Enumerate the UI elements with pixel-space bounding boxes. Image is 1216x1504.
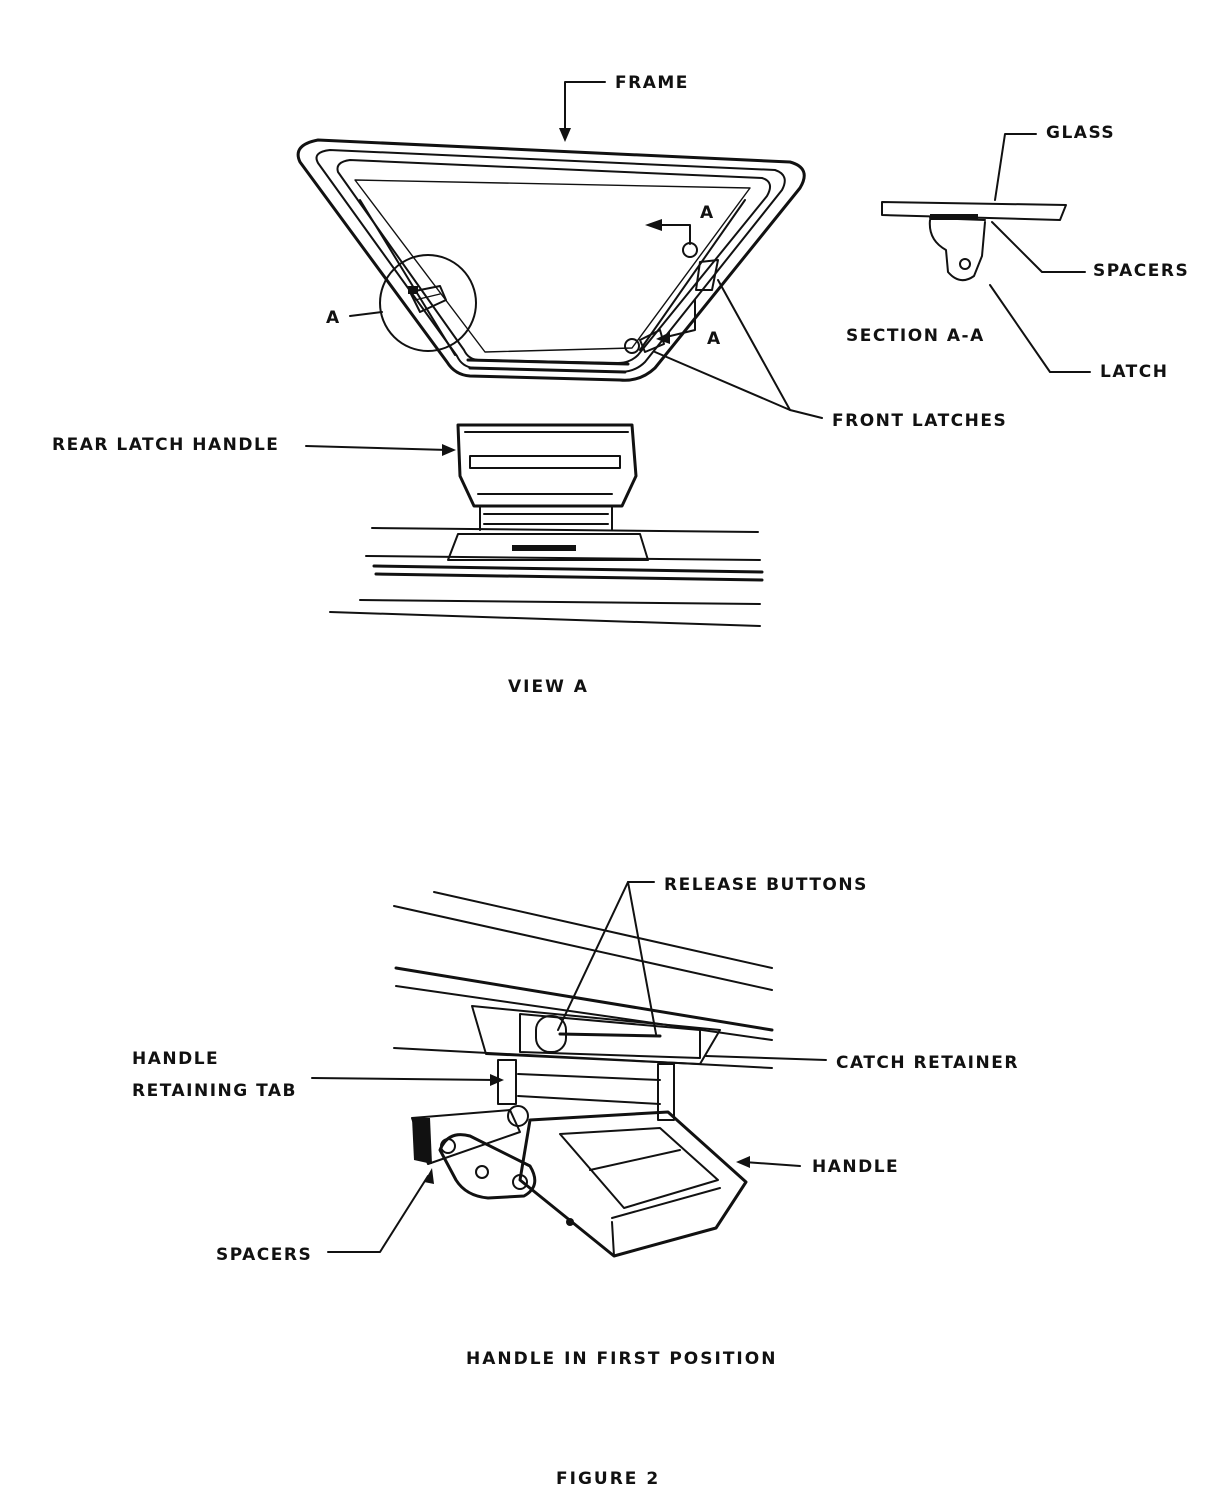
handle-retaining-tab-label-line2: RETAINING TAB bbox=[132, 1081, 297, 1101]
rear-latch-rail-lines bbox=[329, 527, 764, 627]
handle-retaining-tab-leader bbox=[311, 1077, 497, 1081]
handle-retaining-tab-label-line1: HANDLE bbox=[132, 1049, 219, 1069]
handle-first-position-caption: HANDLE IN FIRST POSITION bbox=[466, 1349, 777, 1369]
handle-leader bbox=[743, 1161, 801, 1167]
catch-retainer-leader bbox=[705, 1055, 827, 1061]
section-a-a-drawing bbox=[881, 201, 1067, 282]
glass-label: GLASS bbox=[1046, 123, 1115, 143]
release-buttons-leaders bbox=[557, 881, 657, 1035]
catch-retainer-drawing bbox=[471, 1005, 721, 1065]
window-frame-drawing bbox=[296, 138, 806, 382]
section-spacers-label: SPACERS bbox=[1093, 261, 1189, 281]
frame-leader bbox=[559, 81, 606, 142]
handle-arrowhead bbox=[736, 1156, 750, 1168]
handle-spacers-drawing bbox=[411, 1109, 537, 1200]
rear-latch-handle-arrowhead bbox=[442, 444, 456, 456]
handle-label: HANDLE bbox=[812, 1157, 899, 1177]
catch-retainer-label: CATCH RETAINER bbox=[836, 1053, 1019, 1073]
front-latches-label: FRONT LATCHES bbox=[832, 411, 1007, 431]
frame-label: FRAME bbox=[615, 73, 689, 93]
front-latches-leaders bbox=[654, 279, 823, 419]
handle-first-position-rails bbox=[393, 891, 774, 1069]
rear-latch-handle-drawing bbox=[447, 423, 649, 561]
view-a-caption: VIEW A bbox=[508, 677, 589, 697]
callout-a-leader bbox=[349, 311, 383, 317]
latch-leader bbox=[989, 284, 1091, 373]
callout-a-label: A bbox=[326, 308, 341, 328]
handle-spacers-leader bbox=[327, 1175, 429, 1253]
handle-retaining-tab-arrowhead bbox=[490, 1074, 504, 1086]
rear-latch-handle-label: REAR LATCH HANDLE bbox=[52, 435, 279, 455]
section-arrow-a-upper-label: A bbox=[700, 203, 715, 223]
release-buttons-label: RELEASE BUTTONS bbox=[664, 875, 868, 895]
rear-latch-handle-leader bbox=[305, 445, 449, 451]
section-spacers-leader bbox=[991, 221, 1086, 273]
latch-label: LATCH bbox=[1100, 362, 1168, 382]
figure-title: FIGURE 2 bbox=[556, 1469, 660, 1489]
handle-spacers-label: SPACERS bbox=[216, 1245, 312, 1265]
handle-spacers-arrowhead bbox=[424, 1168, 434, 1184]
glass-leader bbox=[994, 133, 1037, 201]
section-title-label: SECTION A-A bbox=[846, 326, 985, 346]
handle-drawing bbox=[497, 1059, 748, 1258]
section-arrow-a-lower-label: A bbox=[707, 329, 722, 349]
